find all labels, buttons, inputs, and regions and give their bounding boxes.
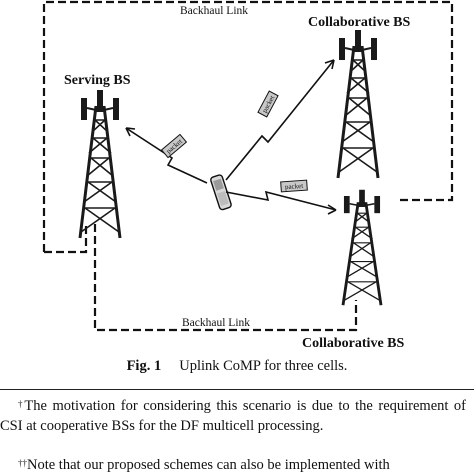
footnote-1-mark: † [18, 399, 25, 409]
backhaul-label-top: Backhaul Link [180, 5, 248, 17]
collaborative-bs-bottom-label: Collaborative BS [302, 336, 404, 351]
packet-right: packet [280, 179, 308, 193]
figure-caption: Fig. 1 Uplink CoMP for three cells. [0, 358, 474, 375]
serving-bs-tower [78, 88, 122, 240]
backhaul-link-bottom [93, 224, 358, 332]
collaborative-bs-bottom-tower [341, 188, 383, 307]
backhaul-label-bottom: Backhaul Link [182, 317, 250, 329]
serving-bs-label: Serving BS [64, 73, 131, 88]
figure-caption-text: Uplink CoMP for three cells. [179, 358, 348, 374]
collaborative-bs-top-tower [336, 28, 380, 180]
packet-right-label: packet [285, 182, 304, 191]
packet-up: packet [257, 90, 279, 118]
collaborative-bs-top-label: Collaborative BS [308, 15, 410, 30]
backhaul-link-top [42, 0, 454, 254]
footnote-1-text: The motivation for considering this scen… [0, 398, 467, 434]
footnote-2: ††Note that our proposed schemes can als… [0, 455, 466, 475]
uplink-arrow-to-collab-top [225, 59, 335, 181]
footnote-2-text: Note that our proposed schemes can also … [27, 457, 390, 473]
footnote-rule [0, 389, 474, 390]
uplink-arrow-to-serving [125, 127, 208, 184]
uplink-arrow-to-collab-bottom [225, 190, 337, 215]
packet-left: packet [160, 133, 188, 159]
comp-figure: Backhaul Link Backhaul Link Serving BS C… [42, 0, 454, 351]
figure-number: Fig. 1 [126, 358, 162, 374]
footnote-1: †The motivation for considering this sce… [0, 396, 466, 436]
footnote-2-mark: †† [18, 458, 27, 468]
mobile-phone-icon [210, 174, 232, 211]
